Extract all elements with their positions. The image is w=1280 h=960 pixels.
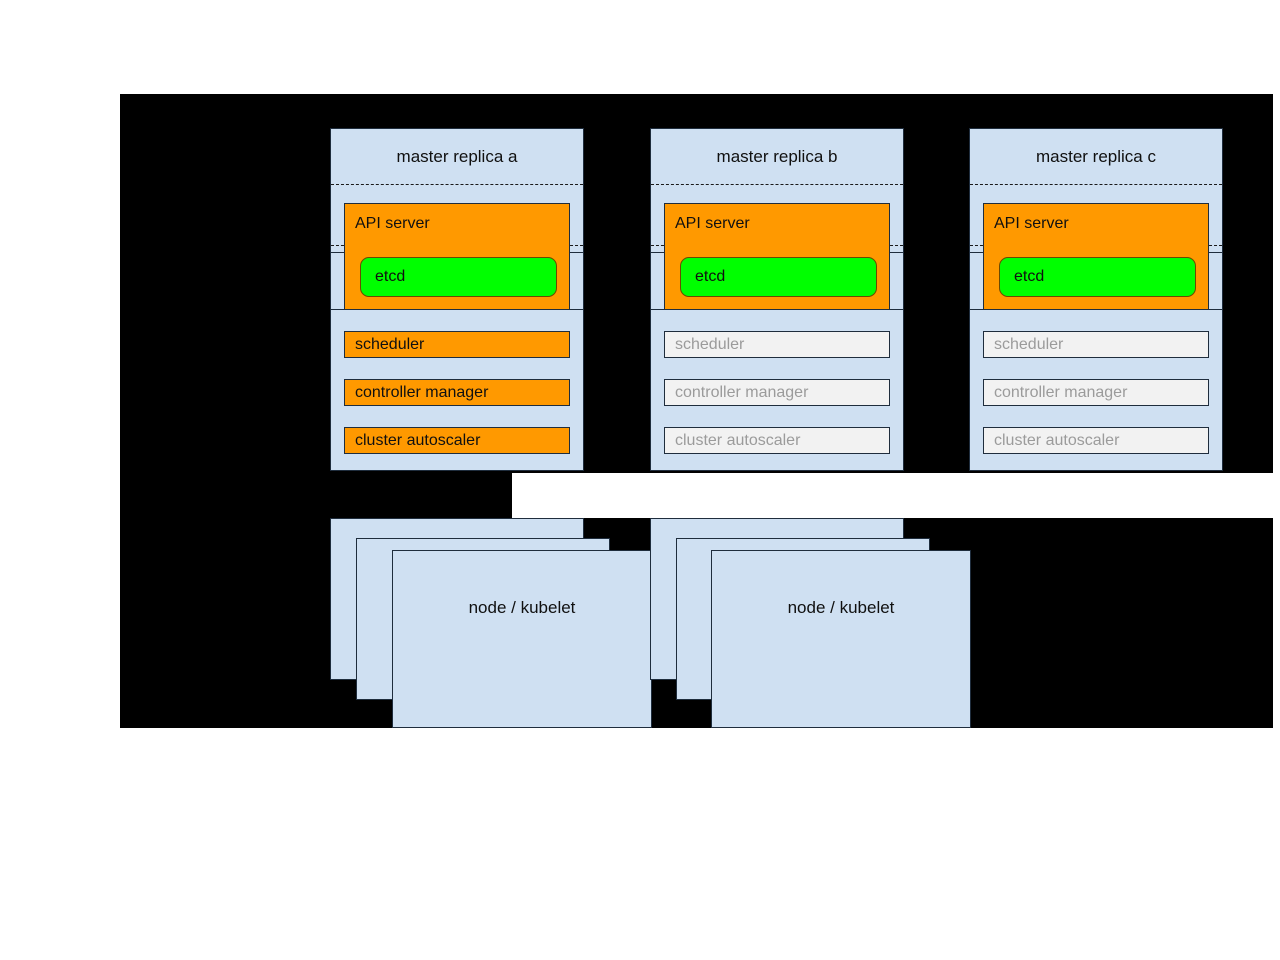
replica-b-etcd[interactable]: etcd — [680, 257, 877, 297]
replica-b-api-server-label: API server — [675, 215, 750, 232]
replica-a-cluster-autoscaler[interactable]: cluster autoscaler — [344, 427, 570, 454]
replica-a-divider-top — [331, 184, 583, 185]
backdrop-notch-left — [120, 473, 512, 518]
node-group-1-label: node / kubelet — [468, 598, 576, 617]
node-group-2-card-front[interactable]: node / kubelet — [711, 550, 971, 728]
replica-b-scheduler[interactable]: scheduler — [664, 331, 890, 358]
replica-c-etcd[interactable]: etcd — [999, 257, 1196, 297]
replica-b-divider-top — [651, 184, 903, 185]
replica-c-title: master replica c — [1036, 147, 1156, 166]
replica-c-divider-top — [970, 184, 1222, 185]
replica-b-controller-manager[interactable]: controller manager — [664, 379, 890, 406]
replica-b-title: master replica b — [716, 147, 838, 166]
replica-c-controller-manager[interactable]: controller manager — [983, 379, 1209, 406]
replica-b-cluster-autoscaler[interactable]: cluster autoscaler — [664, 427, 890, 454]
replica-a-api-server-label: API server — [355, 215, 430, 232]
replica-c-cluster-autoscaler[interactable]: cluster autoscaler — [983, 427, 1209, 454]
node-group-1-card-front[interactable]: node / kubelet — [392, 550, 652, 728]
replica-a-controller-manager[interactable]: controller manager — [344, 379, 570, 406]
replica-a-title: master replica a — [396, 147, 518, 166]
replica-a-scheduler[interactable]: scheduler — [344, 331, 570, 358]
replica-c-api-server-label: API server — [994, 215, 1069, 232]
replica-a-etcd[interactable]: etcd — [360, 257, 557, 297]
node-group-2-label: node / kubelet — [787, 598, 895, 617]
replica-c-scheduler[interactable]: scheduler — [983, 331, 1209, 358]
